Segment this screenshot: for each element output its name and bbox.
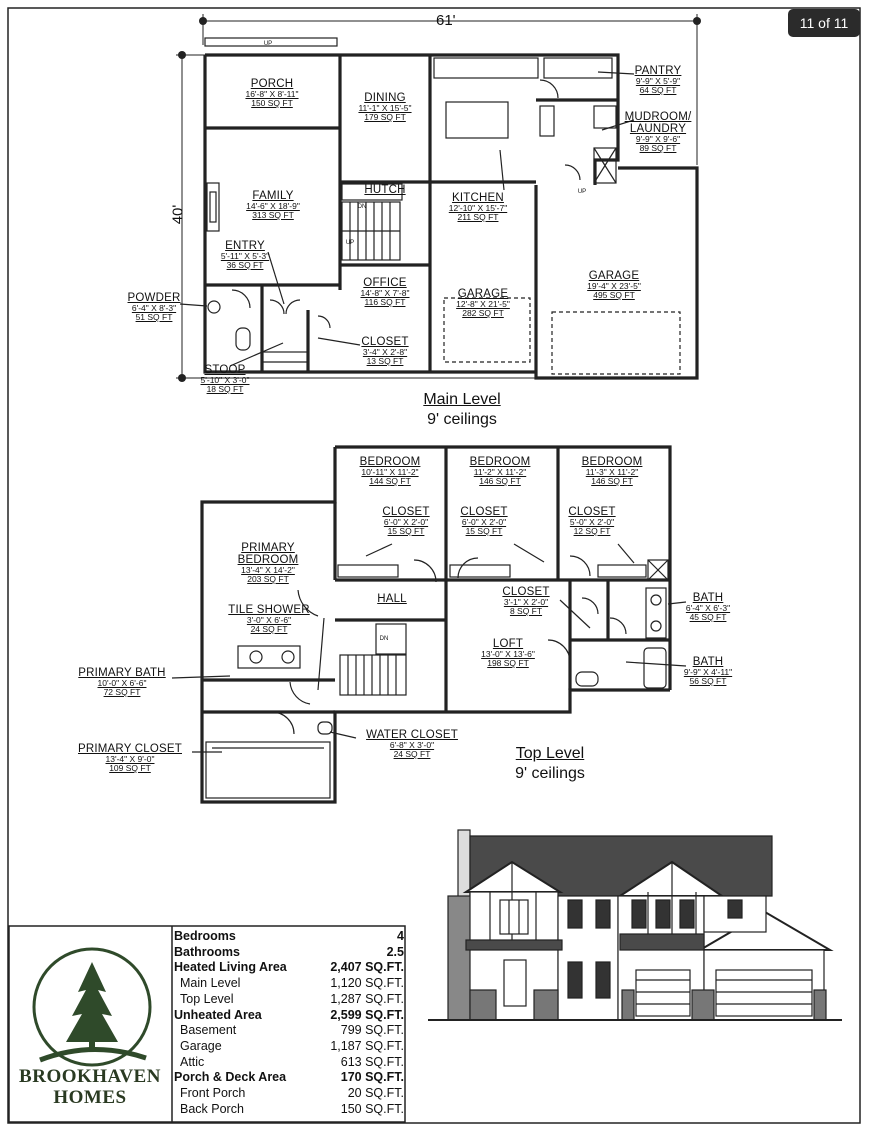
stats-value: 2,407 SQ.FT. bbox=[330, 960, 404, 975]
stair-dn-top: DN bbox=[379, 636, 389, 642]
stats-row: Front Porch 20 SQ.FT. bbox=[174, 1086, 404, 1102]
stats-row: Back Porch 150 SQ.FT. bbox=[174, 1102, 404, 1118]
stats-row: Unheated Area 2,599 SQ.FT. bbox=[174, 1008, 404, 1024]
stats-value: 799 SQ.FT. bbox=[340, 1023, 404, 1038]
stats-value: 2,599 SQ.FT. bbox=[330, 1007, 404, 1022]
stats-label: Bedrooms bbox=[174, 929, 236, 943]
stats-label: Basement bbox=[180, 1023, 237, 1038]
stats-label: Heated Living Area bbox=[174, 960, 287, 975]
stair-up-main: UP bbox=[345, 240, 355, 246]
image-counter-badge: 11 of 11 bbox=[788, 9, 860, 37]
stats-label: Bathrooms bbox=[174, 944, 240, 959]
stats-value: 170 SQ.FT. bbox=[340, 1070, 404, 1085]
stats-row: Basement 799 SQ.FT. bbox=[174, 1023, 404, 1039]
stats-label: Garage bbox=[180, 1038, 222, 1053]
room-hall: HALL bbox=[377, 593, 407, 605]
main-level-walls bbox=[203, 53, 699, 380]
stats-row: Attic 613 SQ.FT. bbox=[174, 1055, 404, 1071]
stats-row: Top Level 1,287 SQ.FT. bbox=[174, 992, 404, 1008]
brand-line-2: HOMES bbox=[53, 1087, 127, 1108]
stats-value: 4 bbox=[397, 929, 404, 943]
top-level-walls bbox=[200, 445, 672, 804]
stats-row: Bedrooms 4 bbox=[174, 929, 404, 945]
stats-value: 613 SQ.FT. bbox=[340, 1054, 404, 1069]
stair-up-porch: UP bbox=[263, 41, 273, 47]
stats-label: Back Porch bbox=[180, 1101, 244, 1116]
stats-label: Porch & Deck Area bbox=[174, 1070, 287, 1085]
stats-row: Porch & Deck Area 170 SQ.FT. bbox=[174, 1070, 404, 1086]
stats-label: Unheated Area bbox=[174, 1007, 262, 1022]
room-hutch: HUTCH bbox=[364, 184, 406, 196]
stats-label: Attic bbox=[180, 1054, 205, 1069]
stats-value: 2.5 bbox=[386, 944, 404, 959]
front-elevation-drawing bbox=[428, 829, 842, 1021]
stats-value: 1,120 SQ.FT. bbox=[330, 976, 404, 991]
brand-line-1: BROOKHAVEN bbox=[19, 1066, 161, 1087]
stats-value: 1,287 SQ.FT. bbox=[330, 991, 404, 1006]
stair-up-garage: UP bbox=[577, 189, 587, 195]
stats-value: 1,187 SQ.FT. bbox=[330, 1038, 404, 1053]
stair-dn-main: DN bbox=[357, 204, 367, 210]
overall-depth-label: 40' bbox=[169, 204, 187, 225]
brand-logo bbox=[32, 947, 152, 1067]
stats-label: Main Level bbox=[180, 976, 241, 991]
stats-row: Garage 1,187 SQ.FT. bbox=[174, 1039, 404, 1055]
brand-name: BROOKHAVEN HOMES bbox=[10, 1066, 170, 1108]
stats-row: Bathrooms 2.5 bbox=[174, 945, 404, 961]
stats-row: Heated Living Area 2,407 SQ.FT. bbox=[174, 960, 404, 976]
stats-row: Main Level 1,120 SQ.FT. bbox=[174, 976, 404, 992]
stats-value: 150 SQ.FT. bbox=[340, 1101, 404, 1116]
stats-label: Top Level bbox=[180, 991, 234, 1006]
stats-label: Front Porch bbox=[180, 1086, 246, 1101]
stats-value: 20 SQ.FT. bbox=[347, 1086, 404, 1101]
overall-width-label: 61' bbox=[436, 12, 456, 29]
